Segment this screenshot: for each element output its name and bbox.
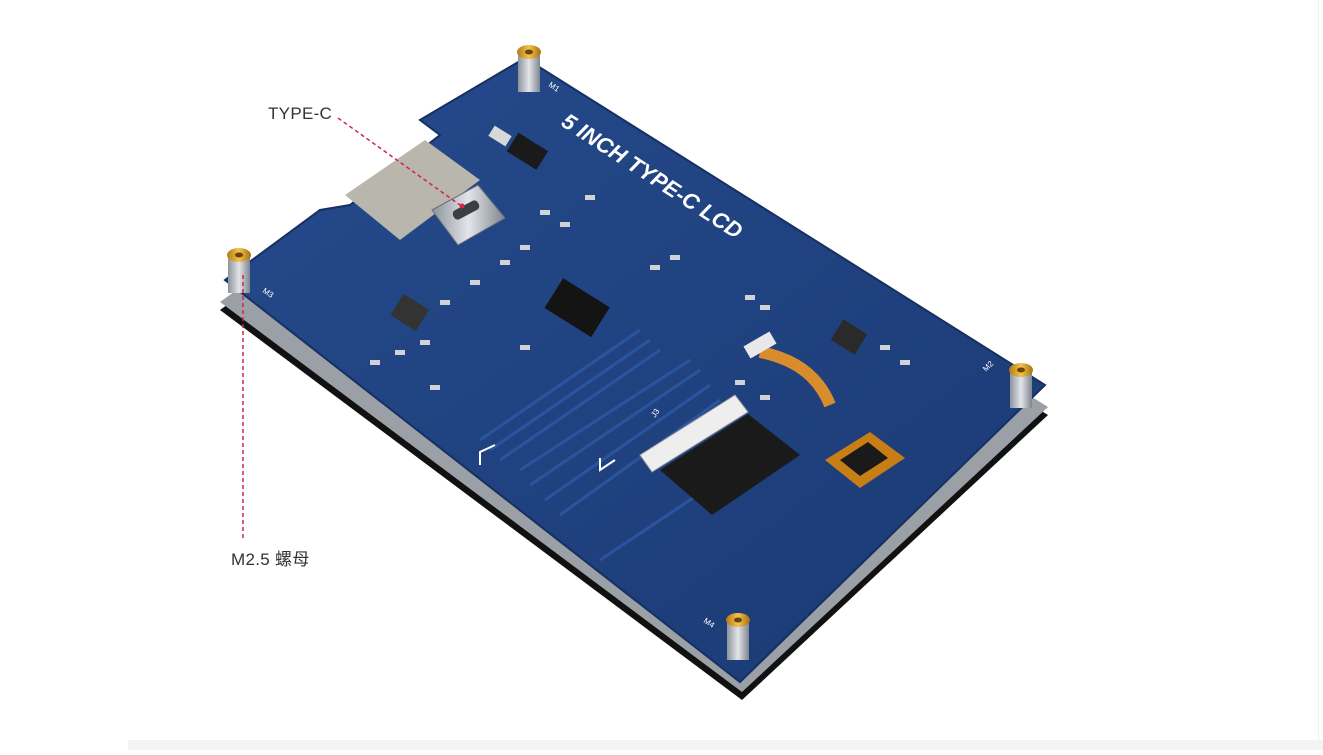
- nut-callout-label: M2.5 螺母: [231, 550, 310, 569]
- usb-c-connector: [431, 184, 506, 246]
- standoff-m1: [517, 45, 541, 92]
- standoff-m3: [227, 248, 251, 293]
- fpc-connector: [639, 394, 800, 515]
- standoff-m4: [726, 613, 750, 660]
- silkscreen-bracket: [599, 458, 616, 472]
- typec-callout-line: [337, 117, 461, 206]
- silkscreen-bracket: [479, 444, 496, 465]
- standoff-m2: [1009, 363, 1033, 408]
- flex-cable: [758, 346, 836, 408]
- ic-components: [390, 125, 868, 355]
- flex-connector-small: [743, 331, 777, 359]
- smd-parts: [370, 195, 910, 400]
- typec-callout-dot: [459, 203, 465, 209]
- divider: [1318, 0, 1319, 740]
- footer-strip: [128, 740, 1323, 750]
- metal-shield: [345, 140, 480, 240]
- typec-callout-label: TYPE-C: [268, 104, 333, 123]
